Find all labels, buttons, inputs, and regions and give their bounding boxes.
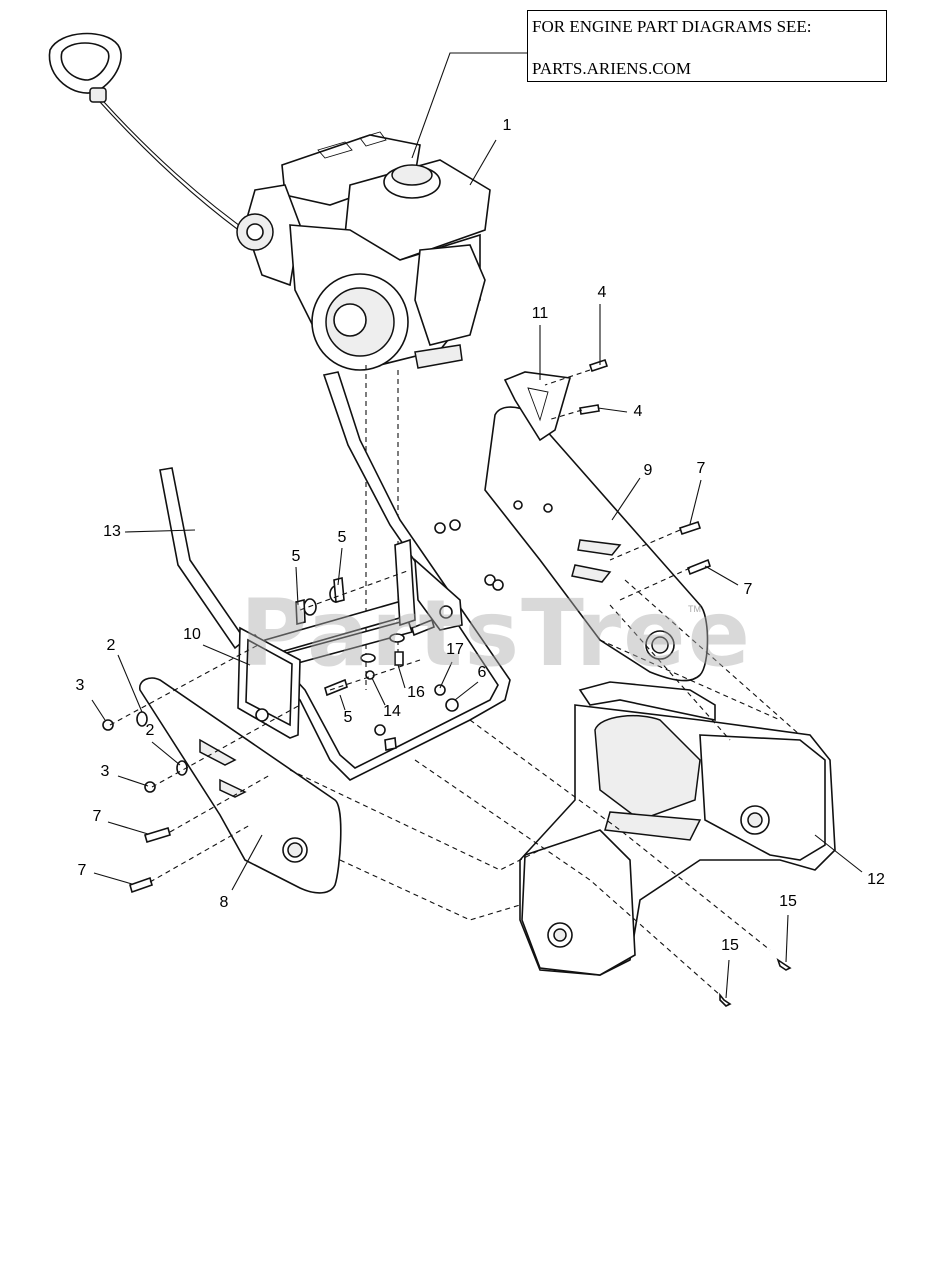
callout-label: 9: [643, 462, 653, 479]
callout-label: 2: [145, 722, 155, 739]
callout-label: 15: [779, 893, 797, 910]
callout-label: 4: [633, 403, 643, 420]
callout-label: 17: [446, 641, 464, 658]
bracket-11: [503, 371, 572, 442]
callout-label: 7: [92, 808, 102, 825]
callout-label: 2: [106, 637, 116, 654]
note-line-1: FOR ENGINE PART DIAGRAMS SEE:: [532, 17, 812, 36]
callout-label: 10: [183, 626, 201, 643]
auger-housing-12: [519, 681, 836, 976]
engine-parts-note: FOR ENGINE PART DIAGRAMS SEE: PARTS.ARIE…: [527, 10, 887, 82]
callout-label: 3: [75, 677, 85, 694]
callout-label: 13: [103, 523, 121, 540]
callout-label: 5: [343, 709, 353, 726]
side-plate-9: [484, 406, 709, 682]
callout-label: 14: [383, 703, 401, 720]
callout-leaders: [91, 304, 863, 999]
bracket-plate-10: [237, 626, 301, 739]
callout-label: 1: [502, 117, 512, 134]
callout-label: 3: [100, 763, 110, 780]
callout-label: 7: [696, 460, 706, 477]
callout-label: 12: [867, 871, 885, 888]
assembly-lines: [109, 369, 801, 996]
callout-label: 7: [77, 862, 87, 879]
callout-label: 8: [219, 894, 229, 911]
callout-label: 6: [477, 664, 487, 681]
callout-label: 16: [407, 684, 425, 701]
callout-label: 4: [597, 284, 607, 301]
callout-label: 11: [531, 305, 549, 322]
callout-label: 5: [337, 529, 347, 546]
engine: [236, 131, 491, 371]
callout-label: 5: [291, 548, 301, 565]
watermark: PartsTree: [240, 580, 752, 687]
handle-frame: [159, 371, 511, 781]
note-leader: [411, 52, 527, 159]
callout-label: 7: [743, 581, 753, 598]
watermark-trademark: TM: [688, 604, 701, 614]
callout-label: 15: [721, 937, 739, 954]
note-line-2: PARTS.ARIENS.COM: [532, 59, 691, 78]
leader-1: [469, 139, 497, 186]
side-plate-8: [139, 677, 342, 894]
